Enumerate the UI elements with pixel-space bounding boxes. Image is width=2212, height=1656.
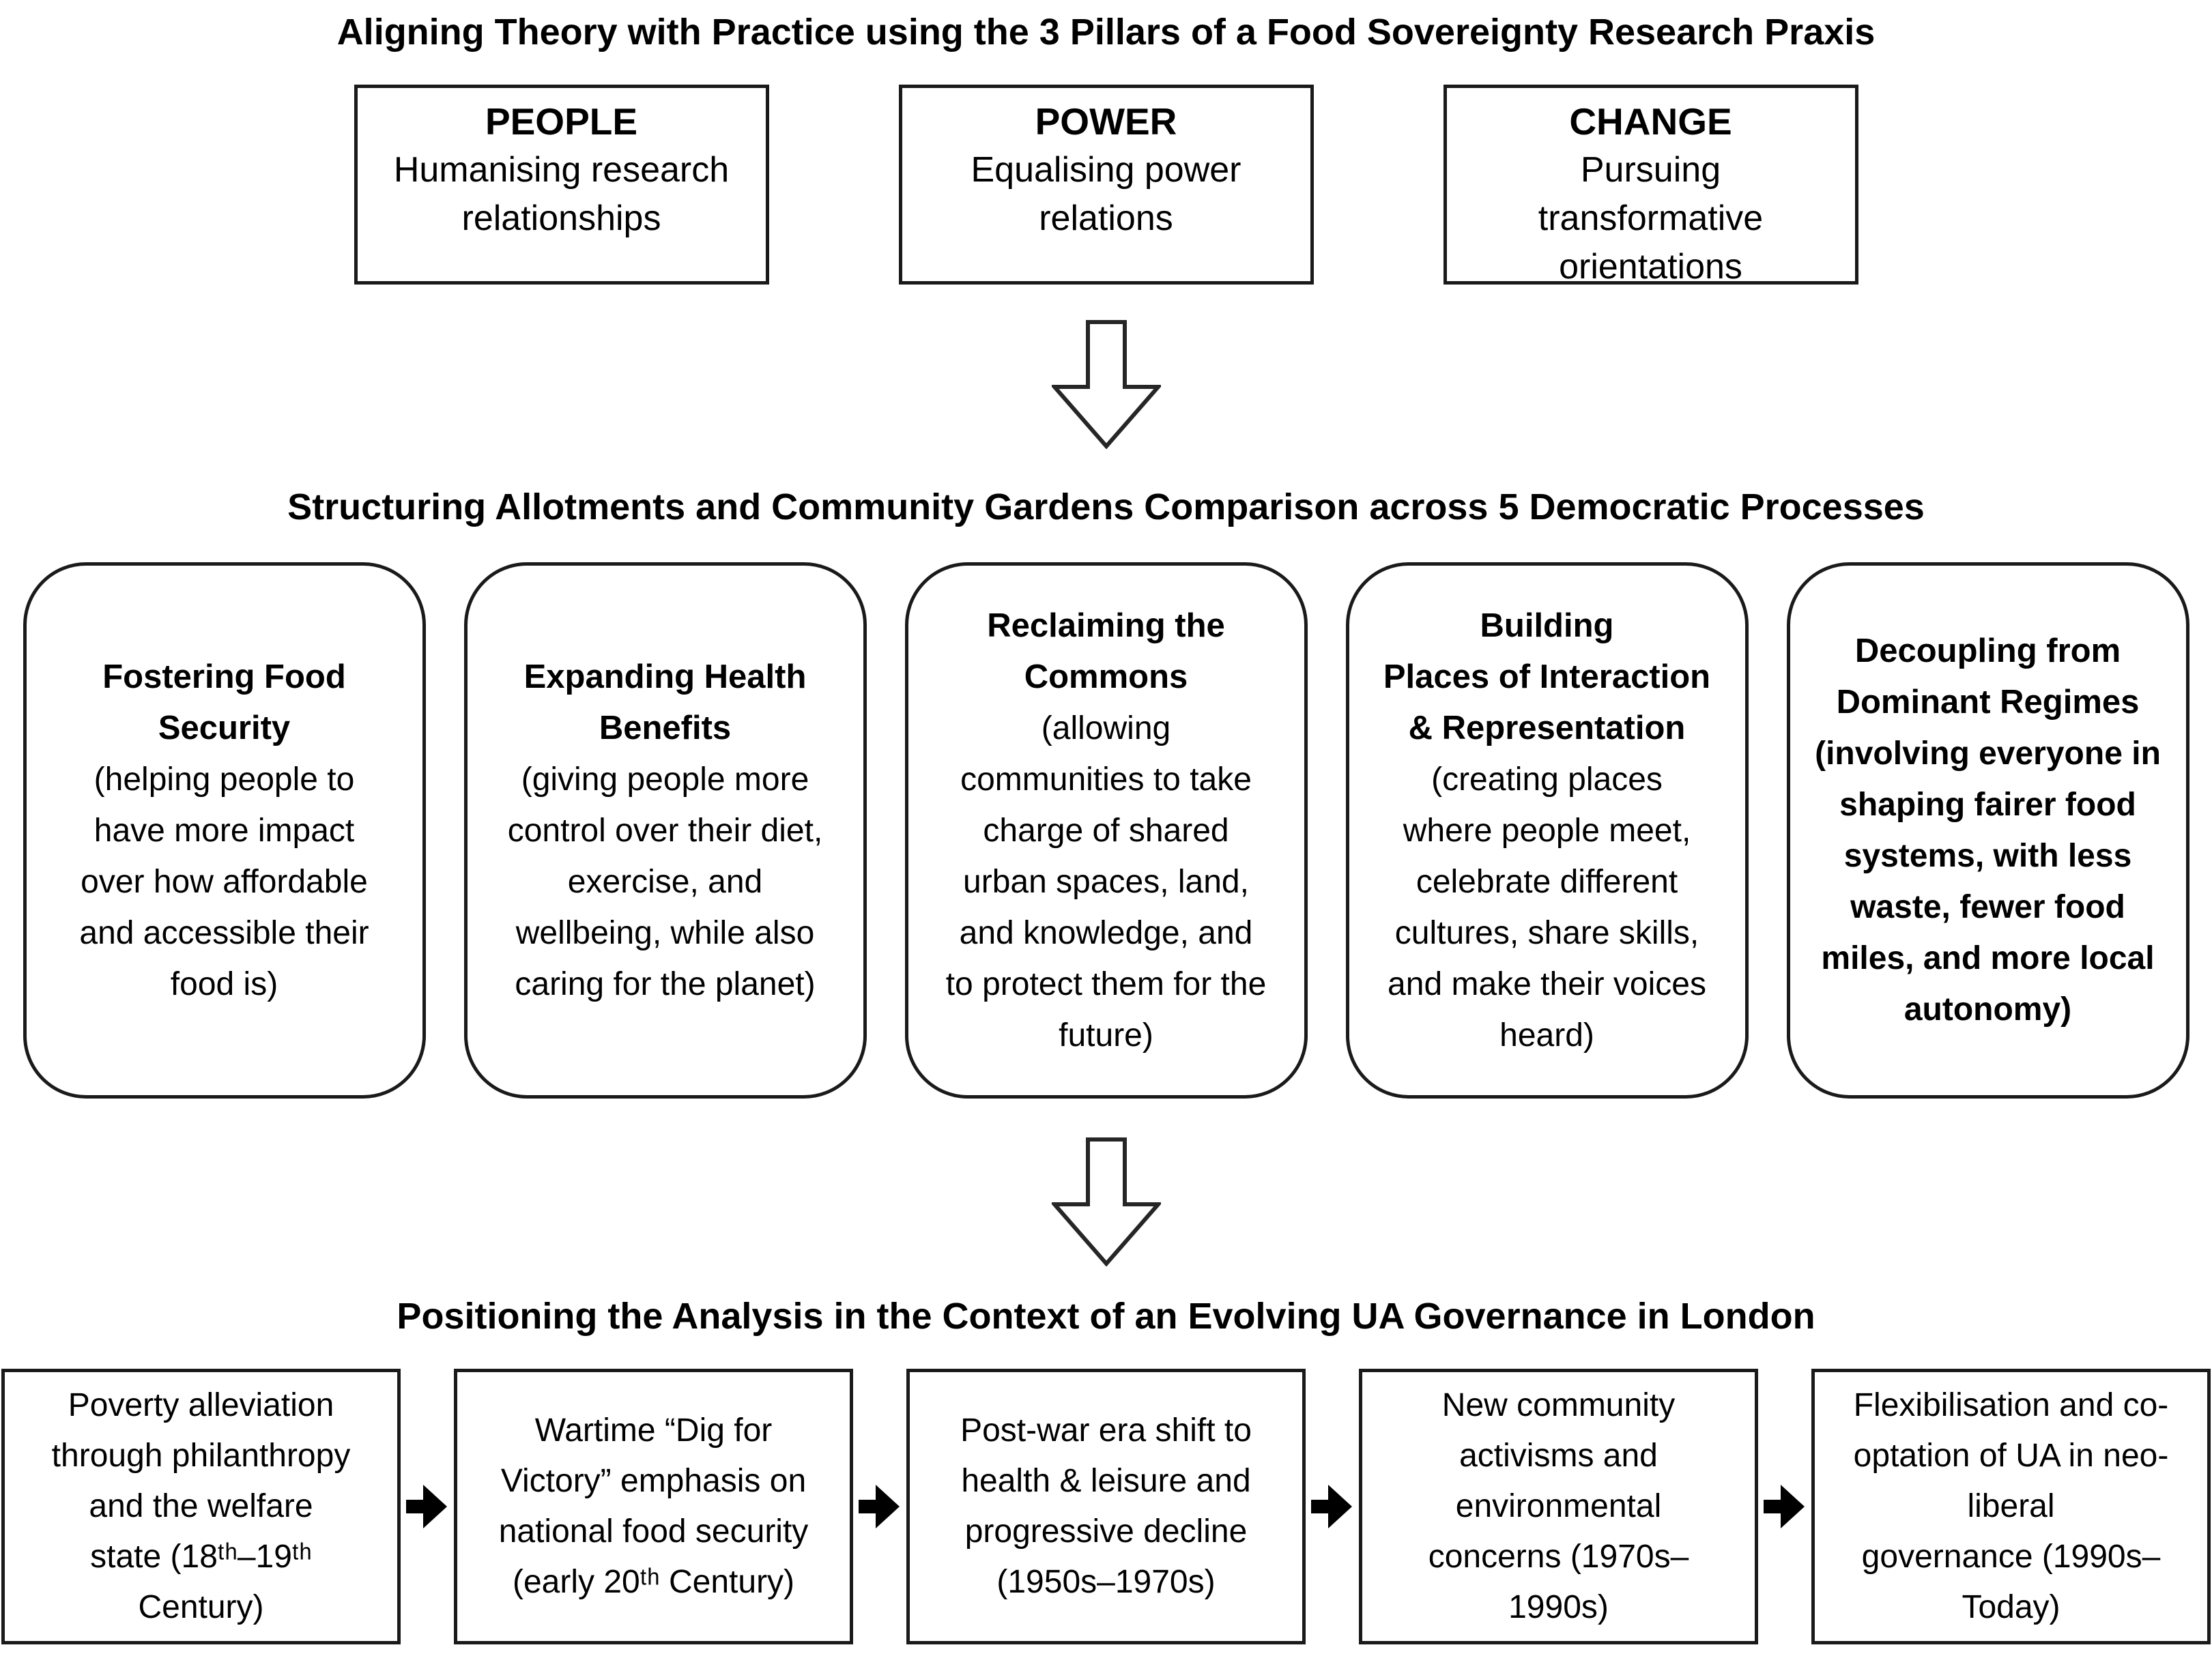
processes-section-title: Structuring Allotments and Community Gar… (287, 486, 1925, 527)
right-solid-arrow-icon (1758, 1481, 1811, 1532)
down-block-arrow-icon (1049, 319, 1163, 452)
process-body: (creating places where people meet, cele… (1388, 761, 1706, 1054)
timeline-box-wartime-dig-for-victory: Wartime “Dig for Victory” emphasis on na… (454, 1369, 853, 1644)
process-body: (helping people to have more impact over… (79, 761, 369, 1002)
process-box-fostering-food-security: Fostering Food Security (helping people … (23, 562, 426, 1099)
pillar-heading: PEOPLE (485, 100, 638, 143)
pillar-box-change: CHANGE Pursuing transformative orientati… (1443, 85, 1858, 287)
process-box-reclaiming-the-commons: Reclaiming the Commons (allowing communi… (904, 562, 1308, 1099)
process-heading: Fostering Food Security (102, 658, 346, 746)
pillar-box-people: PEOPLE Humanising research relationships (354, 85, 769, 285)
process-heading: Decoupling from Dominant Regimes (1836, 633, 2140, 721)
pillar-body: Humanising research relationships (393, 150, 730, 238)
process-body: (giving people more control over their d… (507, 761, 823, 1002)
pillars-section-title: Aligning Theory with Practice using the … (336, 12, 1876, 53)
pillar-body: Pursuing transformative orientations (1538, 150, 1764, 287)
timeline-box-post-war-shift: Post-war era shift to health & leisure a… (906, 1369, 1306, 1644)
timeline-box-new-community-activisms: New community activisms and environmenta… (1359, 1369, 1758, 1644)
processes-row: Fostering Food Security (helping people … (0, 562, 2212, 1099)
right-solid-arrow-icon (853, 1481, 906, 1532)
timeline-section-title: Positioning the Analysis in the Context … (397, 1296, 1815, 1337)
process-heading: Building Places of Interaction & Represe… (1383, 607, 1711, 746)
down-block-arrow-icon (1049, 1137, 1163, 1270)
pillars-row: PEOPLE Humanising research relationships… (0, 85, 2212, 287)
timeline-row: Poverty alleviation through philanthropy… (0, 1369, 2212, 1644)
pillar-heading: CHANGE (1569, 100, 1732, 143)
pillar-heading: POWER (1035, 100, 1177, 143)
process-heading: Expanding Health Benefits (523, 658, 807, 746)
process-box-decoupling-dominant-regimes: Decoupling from Dominant Regimes (involv… (1786, 562, 2189, 1099)
right-solid-arrow-icon (401, 1481, 454, 1532)
timeline-box-poverty-alleviation: Poverty alleviation through philanthropy… (1, 1369, 401, 1644)
pillar-box-power: POWER Equalising power relations (898, 85, 1314, 285)
process-box-building-places: Building Places of Interaction & Represe… (1345, 562, 1749, 1099)
process-box-expanding-health-benefits: Expanding Health Benefits (giving people… (463, 562, 867, 1099)
right-solid-arrow-icon (1306, 1481, 1359, 1532)
process-heading: Reclaiming the Commons (987, 607, 1225, 695)
pillar-body: Equalising power relations (971, 150, 1241, 238)
process-body: (allowing communities to take charge of … (945, 710, 1267, 1054)
process-body: (involving everyone in shaping fairer fo… (1815, 736, 2161, 1028)
timeline-box-flexibilisation: Flexibilisation and co- optation of UA i… (1811, 1369, 2211, 1644)
